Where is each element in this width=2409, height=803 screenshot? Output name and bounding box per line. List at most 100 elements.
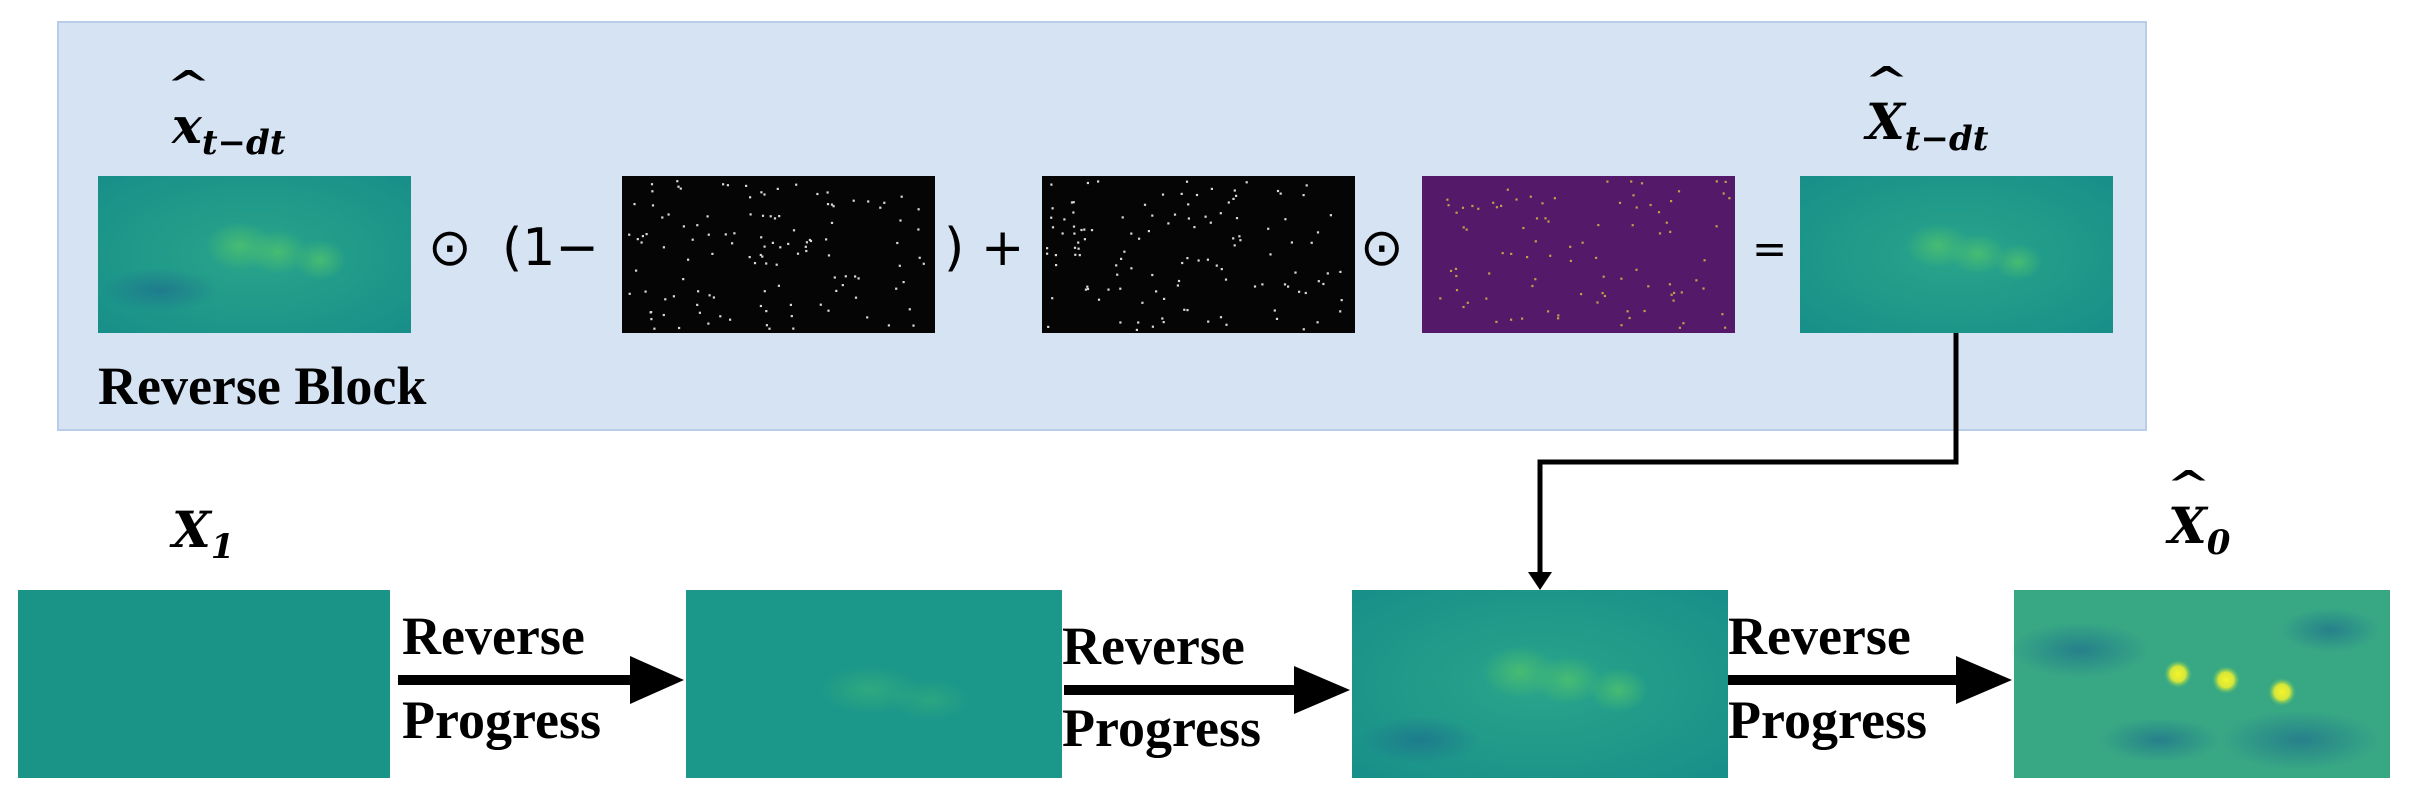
speckle-dot	[1180, 192, 1183, 195]
speckle-dot	[902, 281, 905, 284]
speckle-dot	[1183, 308, 1186, 311]
speckle-dot	[1495, 320, 1498, 323]
speckle-dot	[1471, 204, 1474, 208]
speckle-dot	[879, 206, 882, 209]
speckle-dot	[1535, 217, 1539, 220]
speckle-dot	[731, 242, 734, 245]
speckle-dot	[763, 193, 766, 196]
speckle-dot	[1151, 273, 1154, 277]
speckle-dot	[633, 203, 636, 206]
speckle-dot	[1728, 197, 1731, 200]
speckle-dot	[1073, 246, 1077, 249]
speckle-dot	[1529, 195, 1532, 198]
speckle-dot	[1724, 326, 1727, 329]
speckle-dot	[1253, 285, 1257, 288]
speckle-dot	[827, 254, 831, 257]
open-paren-one-minus: (1−	[502, 218, 599, 278]
speckle-dot	[760, 191, 763, 194]
speckle-dot	[676, 180, 679, 183]
speckle-dot	[707, 233, 710, 236]
speckle-dot	[827, 309, 830, 312]
speckle-dot	[1245, 181, 1248, 184]
speckle-dot	[883, 201, 886, 204]
speckle-dot	[679, 187, 682, 190]
speckle-dot	[1602, 275, 1605, 278]
speckle-dot	[1702, 287, 1705, 290]
speckle-dot	[1455, 289, 1459, 292]
speckle-dot	[711, 252, 714, 255]
speckle-dot	[1643, 309, 1646, 313]
speckle-dot	[1181, 261, 1184, 265]
speckle-dot	[707, 322, 710, 325]
speckle-dot	[1050, 216, 1053, 219]
speckle-dot	[1047, 325, 1050, 328]
speckle-dot	[1051, 297, 1054, 300]
speckle-dot	[854, 296, 858, 299]
speckle-dot	[1083, 238, 1086, 241]
speckle-dot	[1606, 180, 1609, 183]
speckle-dot	[1063, 218, 1066, 221]
speckle-dot	[1298, 290, 1301, 293]
speckle-dot	[779, 246, 782, 249]
speckle-dot	[726, 184, 729, 187]
speckle-dot	[887, 324, 890, 327]
speckle-dot	[1544, 217, 1547, 220]
speckle-dot	[787, 242, 790, 245]
speckle-dot	[1235, 194, 1238, 197]
speckle-dot	[833, 276, 836, 279]
speckle-dot	[769, 215, 772, 218]
bright-spot	[2164, 660, 2192, 688]
hadamard-operator-2: ⊙	[1360, 218, 1404, 278]
speckle-dot	[1549, 254, 1552, 257]
speckle-dot	[1580, 293, 1583, 296]
speckle-dot	[1083, 228, 1086, 231]
speckle-dot	[765, 324, 768, 327]
speckle-dot	[1204, 215, 1207, 218]
speckle-dot	[1137, 321, 1140, 324]
speckle-dot	[1107, 288, 1110, 291]
equals-sign: =	[1752, 224, 1788, 273]
arrow-label-3-line1: Reverse	[1728, 606, 1911, 666]
speckle-dot	[790, 315, 793, 318]
speckle-dot	[778, 215, 781, 218]
speckle-dot	[1635, 206, 1638, 209]
connector-arrowhead	[1528, 572, 1552, 590]
speckle-dot	[1155, 290, 1158, 293]
speckle-dot	[1054, 254, 1057, 257]
speckle-dot	[1506, 188, 1509, 191]
speckle-dot	[1601, 292, 1604, 295]
speckle-dot	[1547, 310, 1550, 313]
speckle-dot	[1046, 247, 1049, 250]
speckle-dot	[830, 221, 834, 224]
speckle-dot	[1446, 198, 1449, 201]
speckle-dot	[1722, 192, 1725, 195]
speckle-dot	[650, 318, 653, 321]
speckle-dot	[1070, 201, 1074, 204]
reverse-block-title: Reverse Block	[98, 356, 427, 416]
speckle-dot	[1455, 274, 1458, 278]
speckle-dot	[763, 245, 766, 248]
speckle-dot	[1090, 229, 1094, 232]
arrow-label-1-line2: Progress	[402, 690, 601, 750]
speckle-dot	[759, 304, 762, 308]
speckle-dot	[835, 289, 838, 292]
speckle-dot	[1119, 321, 1122, 324]
speckle-dot	[789, 303, 792, 306]
speckle-dot	[1151, 325, 1154, 328]
speckle-dot	[805, 249, 808, 253]
speckle-dot	[667, 213, 670, 216]
speckle-dot	[1302, 194, 1305, 197]
speckle-dot	[1673, 291, 1676, 294]
speckle-dot	[1640, 182, 1644, 185]
speckle-dot	[1279, 192, 1282, 195]
speckle-dot	[1454, 267, 1458, 270]
speckle-dot	[661, 216, 664, 219]
speckle-dot	[640, 241, 643, 244]
speckle-dot	[1163, 297, 1166, 300]
speckle-dot	[1495, 206, 1498, 209]
speckle-dot	[841, 284, 844, 287]
speckle-dot	[696, 224, 699, 227]
speckle-dot	[1715, 225, 1718, 228]
speckle-dot	[1310, 241, 1313, 244]
speckle-dot	[777, 284, 780, 287]
